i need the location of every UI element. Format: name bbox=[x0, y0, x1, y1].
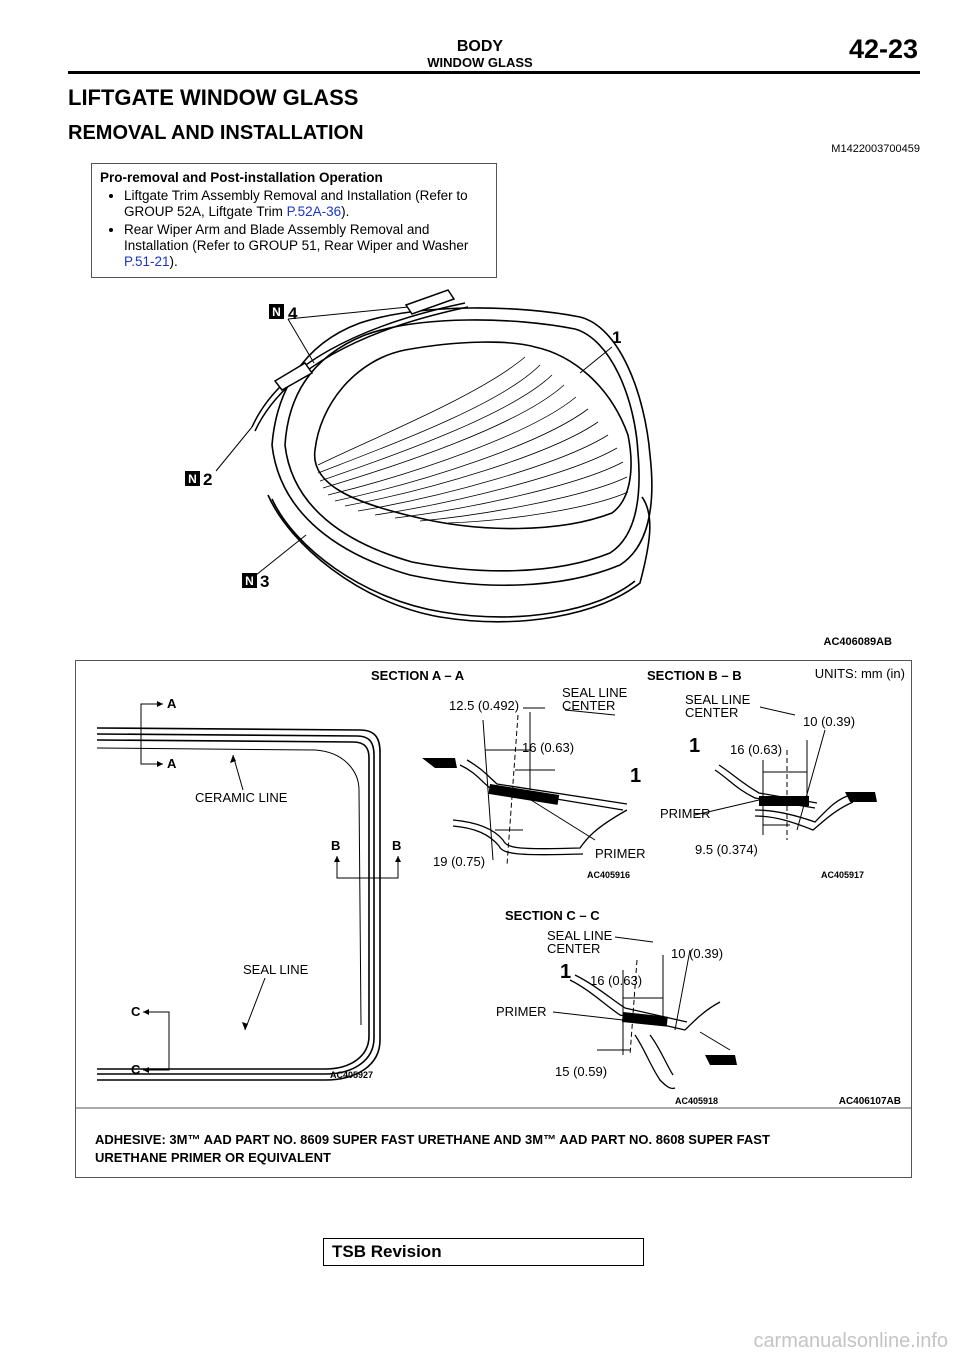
header-rule bbox=[68, 71, 920, 74]
pre-operation-item: Liftgate Trim Assembly Removal and Insta… bbox=[124, 188, 488, 220]
page-subtitle: REMOVAL AND INSTALLATION bbox=[68, 122, 364, 144]
ceramic-border bbox=[313, 341, 632, 530]
section-c-marker: C bbox=[131, 1004, 141, 1019]
section-a-marker: A bbox=[167, 696, 177, 711]
clip-part-4 bbox=[404, 289, 456, 315]
new-part-badge bbox=[185, 471, 200, 486]
units-label: UNITS: mm (in) bbox=[815, 666, 905, 681]
section-a-title: SECTION A – A bbox=[371, 668, 465, 683]
adhesive-note: ADHESIVE: 3M™ AAD PART NO. 8609 SUPER FA… bbox=[95, 1132, 770, 1147]
clip-part-4 bbox=[273, 361, 314, 391]
svg-text:CENTER: CENTER bbox=[562, 698, 615, 713]
page-title: LIFTGATE WINDOW GLASS bbox=[68, 85, 359, 110]
glass-view-code: AC405927 bbox=[330, 1070, 373, 1080]
svg-text:1: 1 bbox=[560, 961, 571, 983]
ceramic-line-label: CERAMIC LINE bbox=[195, 790, 288, 805]
document-code: M1422003700459 bbox=[831, 143, 920, 155]
svg-text:SEAL LINE: SEAL LINE bbox=[685, 692, 751, 707]
glass-outline bbox=[96, 727, 381, 1081]
header-subsection: WINDOW GLASS bbox=[427, 55, 533, 70]
adhesive-gun-icon bbox=[705, 1055, 737, 1065]
svg-text:PRIMER: PRIMER bbox=[595, 846, 646, 861]
svg-text:N: N bbox=[188, 472, 197, 486]
liftgate-glass-exploded-figure: N 4 1 N 2 N 3 AC406089AB bbox=[185, 289, 893, 648]
section-c-marker: C bbox=[131, 1062, 141, 1077]
callout-2: 2 bbox=[203, 470, 212, 489]
section-a-code: AC405916 bbox=[587, 870, 630, 880]
callout-1: 1 bbox=[612, 328, 621, 347]
svg-text:CENTER: CENTER bbox=[547, 941, 600, 956]
seal-line-label: SEAL LINE bbox=[243, 962, 309, 977]
callout-4: 4 bbox=[288, 304, 298, 323]
watermark: carmanualsonline.info bbox=[753, 1330, 948, 1352]
sealant-section-figure: UNITS: mm (in) SECTION A – A SECTION B –… bbox=[75, 660, 912, 1178]
adhesive-gun-icon bbox=[422, 758, 457, 768]
section-b-marker: B bbox=[331, 838, 340, 853]
adhesive-gun-icon bbox=[845, 792, 877, 802]
svg-text:SEAL LINE: SEAL LINE bbox=[547, 928, 613, 943]
link-52a-36[interactable]: P.52A-36 bbox=[286, 204, 342, 219]
figure-code: AC406089AB bbox=[824, 636, 893, 648]
svg-text:10 (0.39): 10 (0.39) bbox=[671, 946, 723, 961]
section-c-code: AC405918 bbox=[675, 1096, 718, 1106]
svg-text:12.5 (0.492): 12.5 (0.492) bbox=[449, 698, 519, 713]
pre-operation-title: Pro-removal and Post-installation Operat… bbox=[100, 170, 383, 185]
adhesive-note: URETHANE PRIMER OR EQUIVALENT bbox=[95, 1150, 331, 1165]
svg-text:CENTER: CENTER bbox=[685, 705, 738, 720]
defroster-lines bbox=[317, 356, 629, 524]
pre-operation-item: Rear Wiper Arm and Blade Assembly Remova… bbox=[124, 222, 488, 270]
tsb-revision-box: TSB Revision bbox=[323, 1238, 644, 1266]
section-c-drawing bbox=[569, 974, 721, 1090]
svg-text:15 (0.59): 15 (0.59) bbox=[555, 1064, 607, 1079]
callout-3: 3 bbox=[260, 572, 269, 591]
section-a-marker: A bbox=[167, 756, 177, 771]
ceramic-line bbox=[96, 747, 362, 1026]
svg-text:1: 1 bbox=[689, 735, 700, 757]
window-glass-part-1 bbox=[271, 307, 653, 586]
svg-text:19 (0.75): 19 (0.75) bbox=[433, 854, 485, 869]
link-51-21[interactable]: P.51-21 bbox=[124, 254, 170, 269]
section-b-marker: B bbox=[392, 838, 401, 853]
svg-text:16 (0.63): 16 (0.63) bbox=[730, 742, 782, 757]
section-a-drawing bbox=[452, 759, 628, 856]
page-number: 42-23 bbox=[848, 34, 918, 64]
svg-text:N: N bbox=[245, 574, 254, 588]
molding-part-2 bbox=[251, 302, 466, 428]
urethane-bead bbox=[621, 1012, 668, 1027]
urethane-bead bbox=[759, 796, 809, 806]
figure-code: AC406107AB bbox=[839, 1096, 901, 1107]
section-b-title: SECTION B – B bbox=[647, 668, 742, 683]
svg-text:16 (0.63): 16 (0.63) bbox=[522, 740, 574, 755]
lower-seal-part-3 bbox=[267, 494, 651, 623]
figure-frame bbox=[75, 660, 912, 1178]
svg-text:SEAL LINE: SEAL LINE bbox=[562, 685, 628, 700]
new-part-badge bbox=[269, 304, 284, 319]
pre-operation-box: Pro-removal and Post-installation Operat… bbox=[91, 163, 497, 278]
svg-text:N: N bbox=[272, 305, 281, 319]
svg-text:PRIMER: PRIMER bbox=[660, 806, 711, 821]
urethane-bead bbox=[488, 784, 560, 805]
section-b-drawing bbox=[714, 764, 854, 831]
svg-text:PRIMER: PRIMER bbox=[496, 1004, 547, 1019]
new-part-badge bbox=[242, 573, 257, 588]
svg-text:10 (0.39): 10 (0.39) bbox=[803, 714, 855, 729]
header-section: BODY bbox=[456, 38, 504, 55]
svg-text:9.5 (0.374): 9.5 (0.374) bbox=[695, 842, 758, 857]
section-b-code: AC405917 bbox=[821, 870, 864, 880]
section-c-title: SECTION C – C bbox=[505, 908, 600, 923]
svg-text:16 (0.63): 16 (0.63) bbox=[590, 973, 642, 988]
svg-text:1: 1 bbox=[630, 765, 641, 787]
